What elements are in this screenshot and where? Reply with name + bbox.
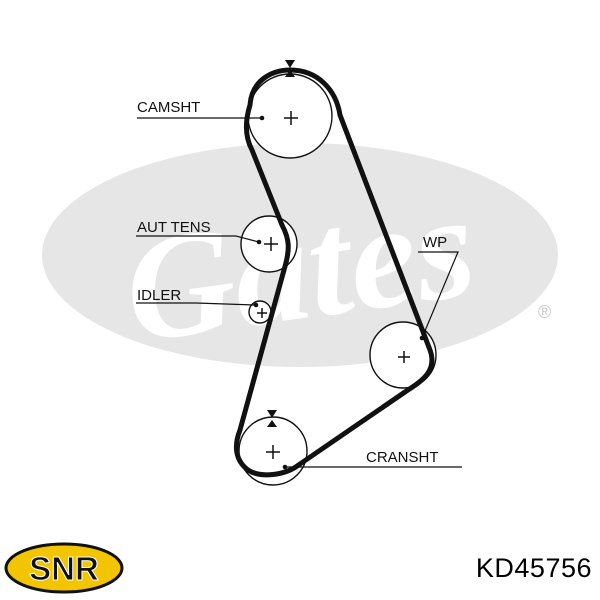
water-pump-label: WP	[423, 234, 447, 251]
crankshaft-center-cross	[266, 445, 280, 459]
crankshaft-timing-mark-icon	[267, 410, 277, 418]
idler-center-cross	[257, 308, 267, 318]
camshaft-center-cross	[284, 111, 298, 125]
camshaft-label: CAMSHT	[137, 99, 200, 116]
tensioner-center-cross	[264, 237, 278, 251]
snr-logo-text: SNR	[29, 550, 99, 587]
part-number: KD45756	[475, 553, 592, 583]
camshaft-pointer-icon	[285, 70, 295, 77]
water-pump-leader	[418, 251, 459, 339]
leader-dots	[253, 115, 425, 470]
idler-leader	[136, 302, 257, 306]
timing-marks	[267, 60, 295, 427]
crankshaft-label: CRANSHT	[366, 449, 439, 466]
tensioner-leader	[136, 235, 260, 243]
leader-lines	[136, 117, 462, 468]
camshaft-timing-mark-icon	[285, 60, 295, 68]
tensioner-label: AUT TENS	[137, 219, 211, 236]
idler-label: IDLER	[137, 287, 181, 304]
water-pump-center-cross	[398, 351, 410, 363]
crankshaft-pointer-icon	[267, 420, 277, 427]
camshaft-pulley	[247, 73, 333, 159]
watermark-swoosh	[42, 143, 558, 367]
pulley-centers	[257, 111, 410, 459]
timing-belt	[234, 67, 435, 478]
watermark-registered-mark: ®	[538, 302, 551, 322]
snr-logo-badge	[4, 542, 124, 594]
watermark: Gates ®	[42, 143, 558, 375]
water-pump-pulley	[369, 321, 437, 389]
snr-logo: SNR	[4, 542, 124, 594]
